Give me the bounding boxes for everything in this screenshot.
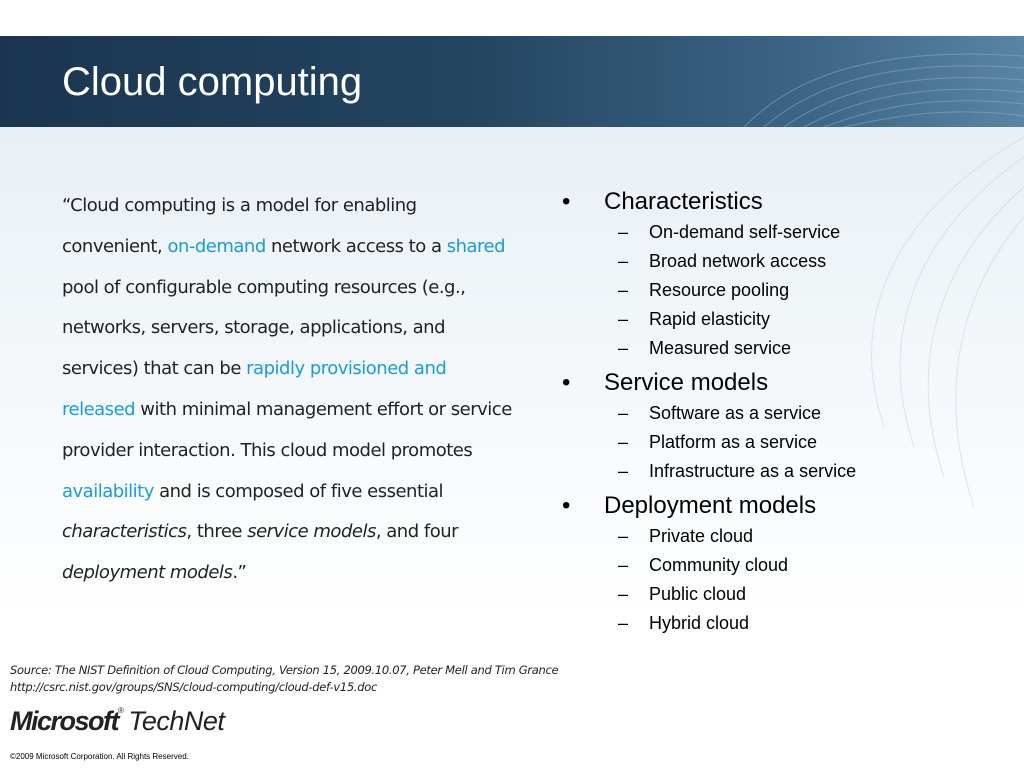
bullet-icon: • [562, 188, 571, 215]
outline-subitem-label: On-demand self-service [649, 222, 841, 242]
logo-microsoft-text: Microsoft [10, 706, 120, 736]
outline-subitem: –Rapid elasticity [562, 305, 1002, 334]
outline-subitem-label: Software as a service [649, 403, 822, 423]
dash-icon: – [618, 613, 629, 633]
source-line-1: Source: The NIST Definition of Cloud Com… [10, 663, 559, 677]
quote-run: service models [247, 521, 376, 543]
outline-heading-label: Deployment models [604, 492, 817, 519]
quote-run: , and four [375, 521, 459, 543]
quote-run: characteristics [62, 521, 187, 543]
cloud-outline-list: •Characteristics–On-demand self-service–… [562, 186, 1002, 638]
dash-icon: – [618, 432, 629, 452]
outline-subitem-label: Community cloud [649, 555, 789, 575]
copyright-notice: ©2009 Microsoft Corporation. All Rights … [10, 752, 189, 761]
logo-registered-mark: ® [118, 706, 124, 715]
title-bar: Cloud computing [0, 36, 1024, 127]
quote-run: for enabling convenient, [62, 195, 417, 257]
outline-subitem-label: Resource pooling [649, 280, 790, 300]
outline-subitem: –Resource pooling [562, 276, 1002, 305]
dash-icon: – [618, 403, 629, 423]
dash-icon: – [618, 309, 629, 329]
outline-subitem-label: Broad network access [649, 251, 827, 271]
quote-run: on-demand [167, 235, 266, 257]
outline-subitem-label: Rapid elasticity [649, 309, 771, 329]
quote-run: deployment models [62, 562, 233, 584]
outline-subitem: –Broad network access [562, 247, 1002, 276]
outline-subitem: –Private cloud [562, 522, 1002, 551]
outline-subitem-label: Measured service [649, 338, 792, 358]
dash-icon: – [618, 222, 629, 242]
background-wave-decoration [871, 136, 1024, 508]
outline-subitem: –Measured service [562, 334, 1002, 363]
quote-run: pool of configurable computing resources… [62, 276, 466, 380]
quote-run: model [255, 195, 310, 216]
outline-heading: • Characteristics [562, 186, 1002, 218]
title-wave-decoration [743, 53, 1024, 127]
dash-icon: – [618, 461, 629, 481]
bullet-icon: • [562, 492, 571, 519]
outline-heading-label: Characteristics [604, 188, 763, 215]
outline-subitem: –Software as a service [562, 399, 1002, 428]
quote-run: “Cloud computing is a [62, 195, 256, 216]
bullet-icon: • [562, 369, 571, 396]
dash-icon: – [618, 280, 629, 300]
logo-technet-text: TechNet [128, 706, 225, 736]
dash-icon: – [618, 584, 629, 604]
source-citation: Source: The NIST Definition of Cloud Com… [10, 662, 650, 696]
nist-definition-quote: “Cloud computing is a model for enabling… [62, 186, 512, 594]
outline-subitem: –Public cloud [562, 580, 1002, 609]
outline-subitem: –Community cloud [562, 551, 1002, 580]
outline-subitem-label: Private cloud [649, 526, 754, 546]
top-strip [0, 0, 1024, 36]
quote-run: with minimal management effort or servic… [62, 398, 512, 461]
quote-run: availability [62, 480, 154, 502]
outline-heading: • Service models [562, 367, 1002, 399]
quote-run: .” [232, 562, 247, 584]
dash-icon: – [618, 251, 629, 271]
quote-run: and is composed of five essential [153, 480, 444, 502]
quote-run: network access to a [265, 235, 447, 257]
slide-title: Cloud computing [62, 60, 363, 104]
dash-icon: – [618, 526, 629, 546]
source-line-2: http://csrc.nist.gov/groups/SNS/cloud-co… [10, 680, 378, 694]
outline-heading: • Deployment models [562, 490, 1002, 522]
outline-subitem: –On-demand self-service [562, 218, 1002, 247]
outline-subitem-label: Hybrid cloud [649, 613, 750, 633]
dash-icon: – [618, 555, 629, 575]
dash-icon: – [618, 338, 629, 358]
quote-run: shared [446, 235, 506, 257]
quote-run: rapidly provisioned and released [62, 358, 447, 420]
outline-subitem-label: Infrastructure as a service [649, 461, 857, 481]
outline-subitem: –Platform as a service [562, 428, 1002, 457]
outline-heading-label: Service models [604, 369, 769, 396]
outline-subitem: –Infrastructure as a service [562, 457, 1002, 486]
outline-subitem: –Hybrid cloud [562, 609, 1002, 638]
outline-subitem-label: Platform as a service [649, 432, 818, 452]
quote-run: , three [186, 521, 248, 543]
microsoft-technet-logo: Microsoft® TechNet [10, 706, 225, 746]
outline-subitem-label: Public cloud [649, 584, 747, 604]
